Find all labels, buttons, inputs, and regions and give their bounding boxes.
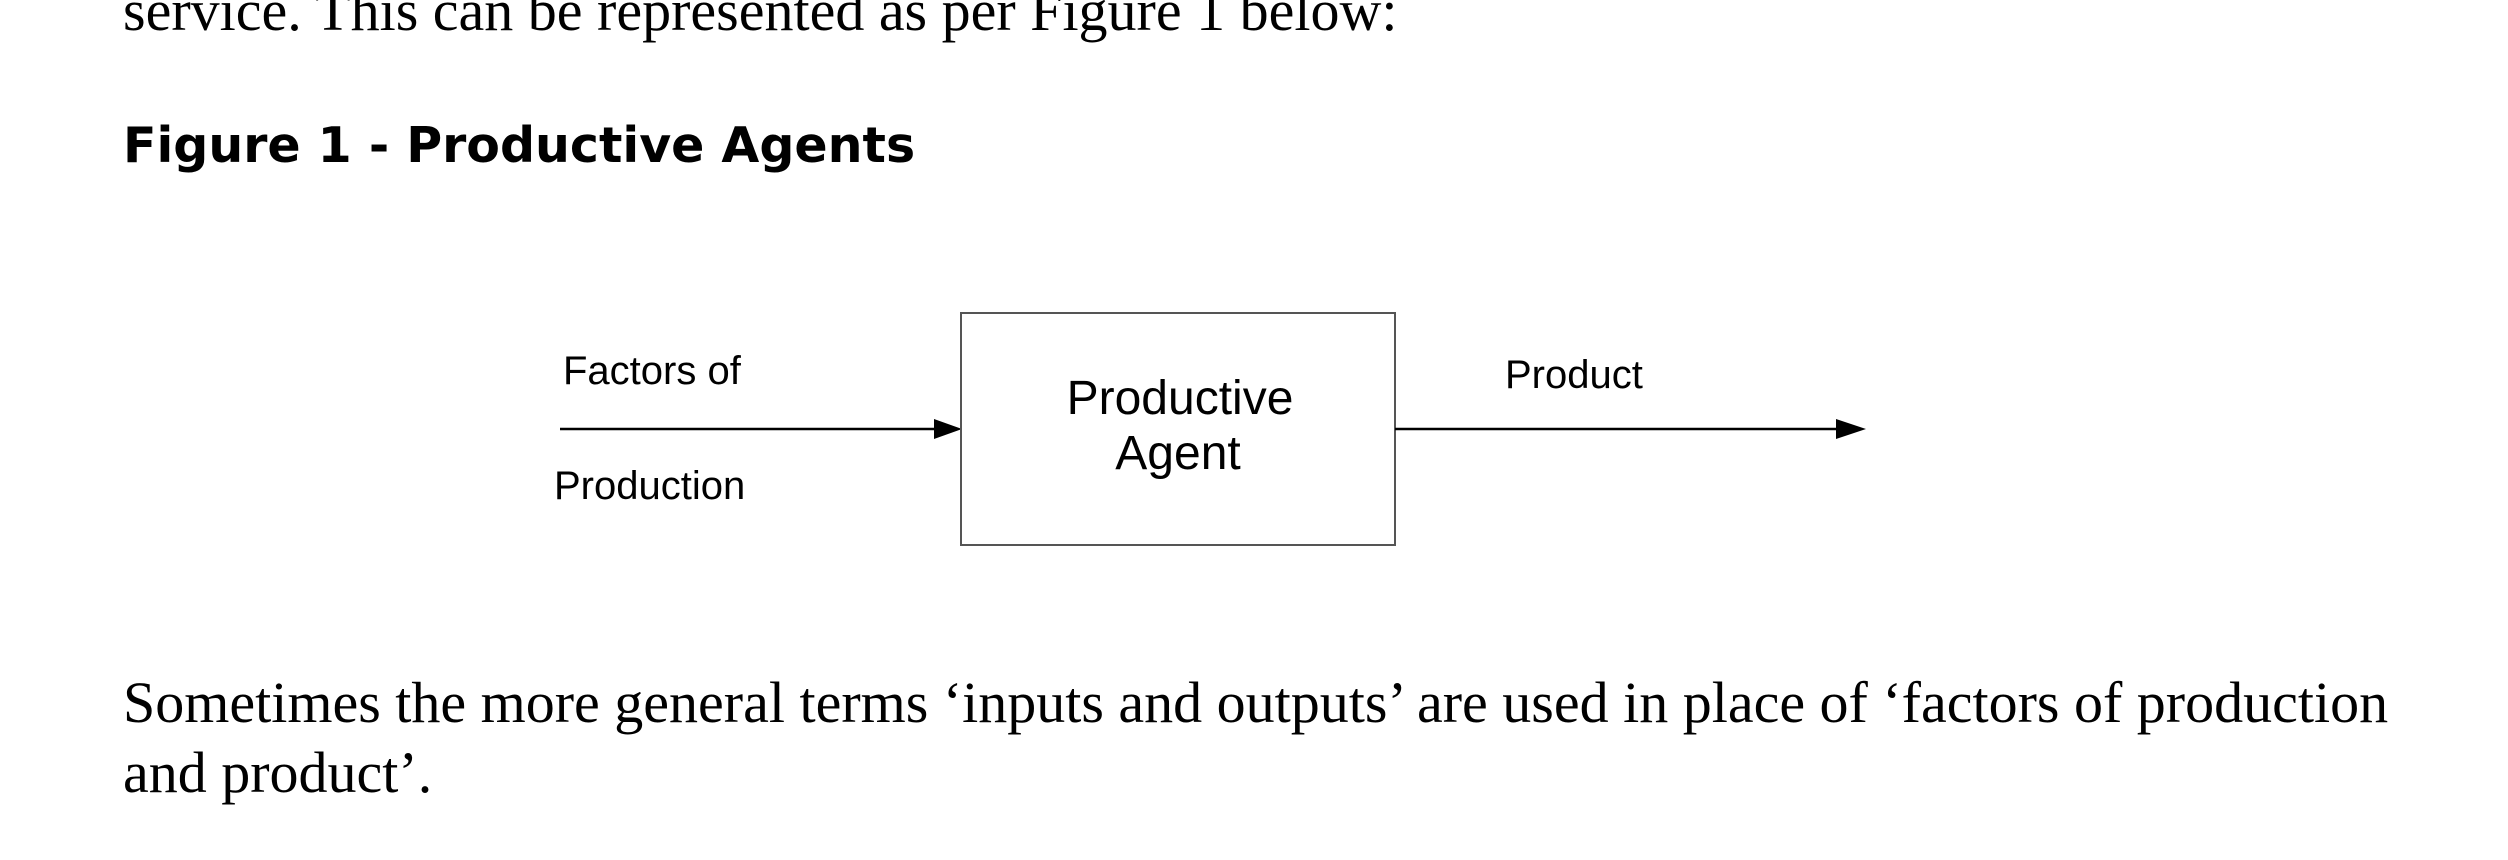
figure-caption: Figure 1 - Productive Agents bbox=[123, 117, 916, 174]
input-label-top: Factors of bbox=[563, 349, 742, 393]
box-label-line2: Agent bbox=[1115, 427, 1240, 480]
box-label-line1: Productive bbox=[1067, 372, 1294, 425]
intro-line: service. This can be represented as per … bbox=[123, 0, 1398, 43]
closing-paragraph: Sometimes the more general terms ‘inputs… bbox=[123, 670, 2389, 805]
input-label-bottom: Production bbox=[554, 464, 745, 508]
output-label: Product bbox=[1505, 353, 1643, 397]
input-arrowhead bbox=[934, 419, 962, 439]
output-arrowhead bbox=[1836, 419, 1866, 439]
productive-agent-box bbox=[960, 312, 1396, 546]
